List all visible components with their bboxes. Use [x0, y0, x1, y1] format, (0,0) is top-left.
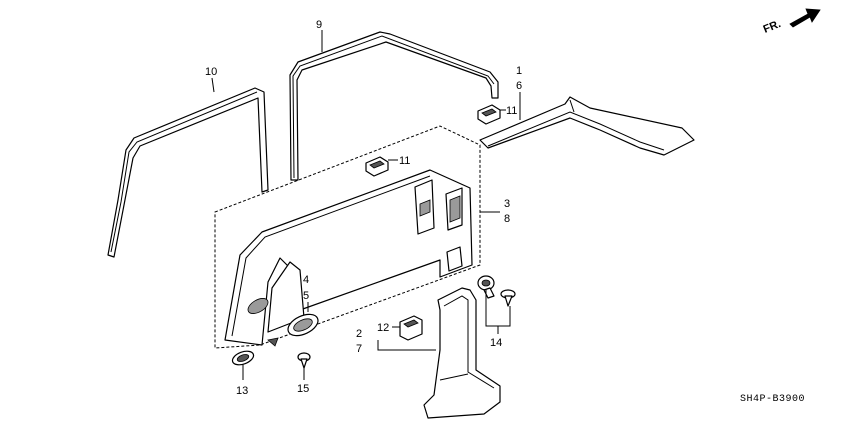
part-11-clip-upper [477, 104, 501, 125]
leader-lines [211, 30, 521, 380]
label-5: 5 [303, 290, 309, 302]
label-8: 8 [504, 213, 510, 225]
front-direction-marker: FR. [762, 8, 821, 36]
label-10: 10 [205, 66, 217, 78]
part-11-clip-lower [365, 156, 389, 177]
part-3-8-quarter-trim [214, 125, 481, 349]
label-12: 12 [377, 322, 389, 334]
part-10-weatherstrip [107, 87, 269, 258]
part-15-screw [297, 352, 311, 369]
label-9: 9 [316, 19, 322, 31]
part-12-clip [399, 315, 423, 341]
label-15: 15 [297, 383, 309, 395]
part-1-6-garnish [479, 96, 695, 156]
label-13: 13 [236, 385, 248, 397]
label-7: 7 [356, 343, 362, 355]
label-1: 1 [516, 65, 522, 77]
drawing-code: SH4P-B3900 [740, 394, 805, 405]
fr-label: FR. [762, 18, 783, 36]
part-labels: 10 9 1 6 11 11 3 8 4 5 2 7 12 14 13 15 [205, 19, 522, 397]
label-6: 6 [516, 80, 522, 92]
part-9-weatherstrip [289, 31, 499, 181]
part-4-5-grommet [287, 313, 319, 337]
label-4: 4 [303, 274, 309, 286]
part-13-grommet [231, 350, 255, 366]
front-arrow-icon [789, 8, 821, 28]
label-3: 3 [504, 198, 510, 210]
label-11-upper: 11 [506, 105, 517, 117]
part-14-fasteners [477, 275, 516, 307]
label-11-lower: 11 [399, 155, 410, 167]
label-14: 14 [490, 337, 502, 349]
label-2: 2 [356, 328, 362, 340]
part-2-7-pillar-trim [423, 287, 501, 419]
